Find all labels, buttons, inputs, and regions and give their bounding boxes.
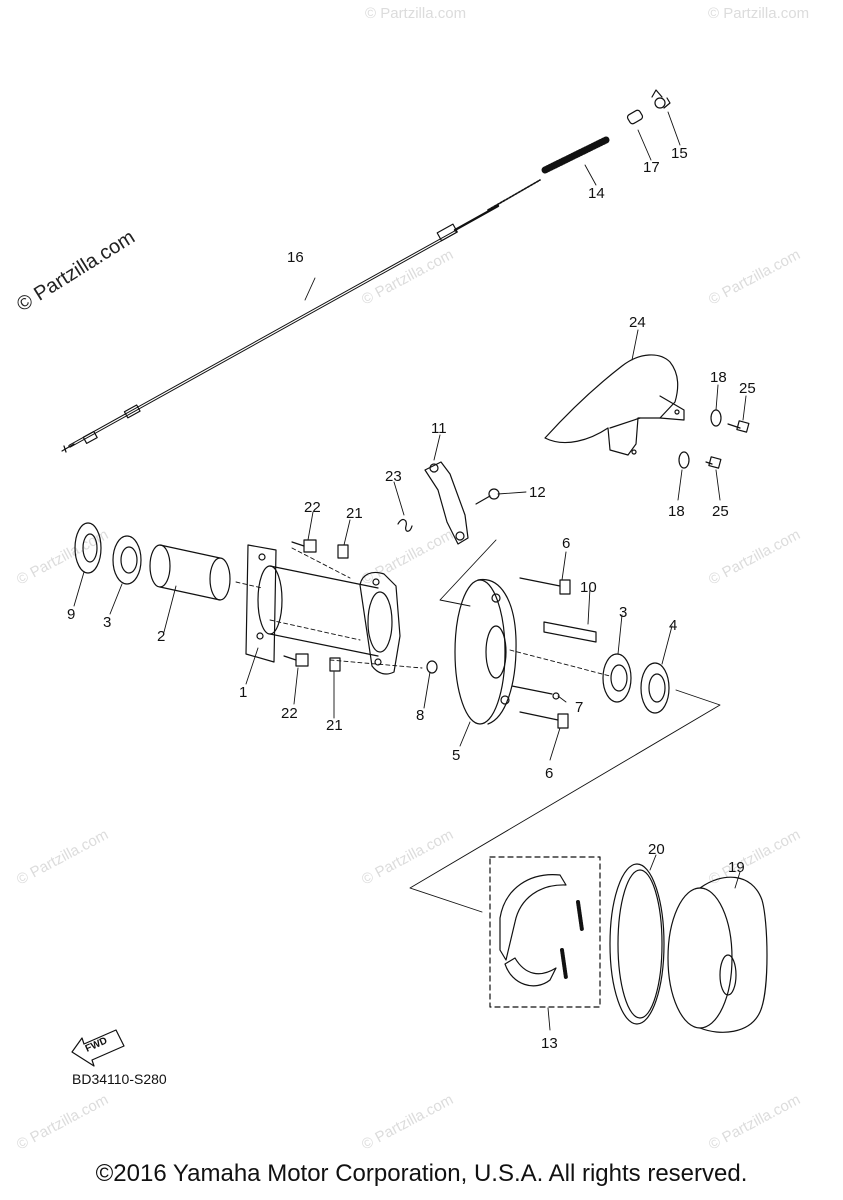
callout-16: 16 [287,249,304,266]
callout-12: 12 [529,484,546,501]
leader-lines [74,112,746,1030]
watermark-text: © Partzilla.com [706,526,803,588]
callout-22-top: 22 [304,499,321,516]
plate-bolt [520,712,568,728]
housing-bolt [292,540,316,552]
callout-25-top: 25 [739,380,756,397]
watermark-text: © Partzilla.com [365,5,466,22]
callout-24: 24 [629,314,646,331]
arm-bolt [476,489,499,504]
oil-seal [75,523,101,573]
wing-nut [652,90,670,108]
adjuster-spring [545,140,606,170]
callout-7: 7 [575,699,583,716]
callout-15: 15 [671,145,688,162]
shoe-spring [562,950,566,978]
callout-23: 23 [385,468,402,485]
watermark-text: © Partzilla.com [14,1091,111,1153]
watermark-text: © Partzilla.com [706,246,803,308]
shoe-kit-box [490,857,600,1007]
fwd-label: FWD [84,1035,109,1054]
bearing [603,654,631,702]
watermarks: © Partzilla.com © Partzilla.com © Partzi… [14,5,809,1154]
watermark-text: © Partzilla.com [708,5,809,22]
callout-9: 9 [67,606,75,623]
anchor-pin [512,686,559,699]
callout-13: 13 [541,1035,558,1052]
brake-shoe [500,875,566,986]
callout-22-bottom: 22 [281,705,298,722]
callout-10: 10 [580,579,597,596]
callout-18-bottom: 18 [668,503,685,520]
callout-21-bottom: 21 [326,717,343,734]
fwd-arrow [72,1030,124,1066]
plate-bolt [520,578,570,594]
shoe-spring [578,902,582,930]
watermark-text: © Partzilla.com [706,1091,803,1153]
brake-arm [425,462,468,544]
brake-plate [455,580,516,724]
callout-18-top: 18 [710,369,727,386]
return-spring [398,520,412,532]
copyright-notice: ©2016 Yamaha Motor Corporation, U.S.A. A… [95,1160,748,1187]
diagram-code: BD34110-S280 [72,1071,167,1087]
brake-drum [668,877,767,1032]
callout-1: 1 [239,684,247,701]
callout-19: 19 [728,859,745,876]
housing-bolt [284,654,308,666]
o-ring [610,864,664,1024]
hub-housing [246,545,400,674]
housing-nut [330,658,340,671]
callout-8: 8 [416,707,424,724]
callout-3-right: 3 [619,604,627,621]
watermark-text: © Partzilla.com [14,826,111,888]
washer [679,452,689,468]
bearing [113,536,141,584]
washer [711,410,721,426]
callout-17: 17 [643,159,660,176]
oil-seal [641,663,669,713]
cover-bolt [728,421,749,432]
watermark-text: © Partzilla.com [359,1091,456,1153]
joint-pin [626,109,643,125]
watermark-text: © Partzilla.com [359,826,456,888]
brake-cover [545,355,684,455]
callout-14: 14 [588,185,605,202]
callout-11: 11 [431,420,447,437]
callouts: 16 14 17 15 24 18 25 18 25 11 12 23 22 2… [67,145,756,1052]
callout-4: 4 [669,617,677,634]
callout-5: 5 [452,747,460,764]
callout-3-left: 3 [103,614,111,631]
callout-6-top: 6 [562,535,570,552]
callout-2: 2 [157,628,165,645]
watermark-text: © Partzilla.com [706,826,803,888]
small-nut [427,661,437,673]
callout-20: 20 [648,841,665,858]
cover-bolt [706,457,721,468]
callout-25-bottom: 25 [712,503,729,520]
collar-spacer [150,545,230,600]
brake-camshaft [544,622,596,642]
housing-nut [338,545,348,558]
brake-cable [62,180,540,452]
watermark-main: © Partzilla.com [13,226,139,316]
callout-21-top: 21 [346,505,363,522]
watermark-text: © Partzilla.com [14,526,111,588]
callout-6-bottom: 6 [545,765,553,782]
